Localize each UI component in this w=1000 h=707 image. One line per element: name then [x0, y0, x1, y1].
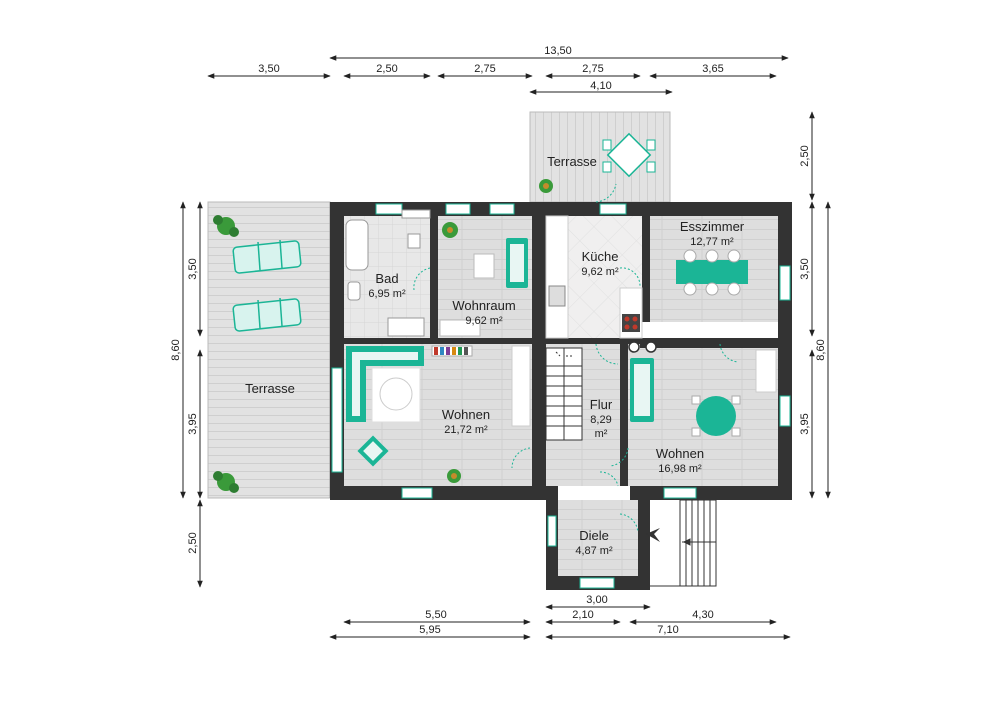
dimension-lines — [180, 55, 831, 640]
dim-left-upper: 3,50 — [187, 258, 199, 279]
bathroom-fixtures — [345, 209, 431, 337]
plant-icon — [442, 222, 458, 238]
room-label-wohnraum: Wohnraum — [452, 298, 515, 313]
dining-set — [628, 249, 778, 353]
room-area-diele: 4,87 m² — [575, 545, 613, 557]
room-label-diele: Diele — [579, 528, 609, 543]
room-label-kueche: Küche — [582, 249, 619, 264]
plant-icon — [539, 179, 553, 193]
dim-bottom-a: 5,50 — [425, 609, 446, 621]
kitchen-furniture — [545, 215, 643, 339]
room-area-flur-value: 8,29 — [590, 414, 611, 426]
room-area-esszimmer: 12,77 m² — [690, 236, 734, 248]
wohnraum-furniture — [439, 222, 528, 337]
side-table — [473, 253, 495, 279]
doors — [413, 183, 739, 533]
room-label-wohnen-right: Wohnen — [656, 446, 704, 461]
room-label-bad: Bad — [375, 271, 398, 286]
room-area-wohnraum: 9,62 m² — [465, 315, 503, 327]
dim-left-bottom: 2,50 — [187, 532, 199, 553]
dim-top-a: 2,50 — [376, 63, 397, 75]
terrace-top — [529, 111, 671, 203]
sun-lounger — [232, 297, 302, 332]
dim-top-terrace: 4,10 — [590, 80, 611, 92]
dim-top-total: 13,50 — [544, 45, 572, 57]
toilet — [347, 281, 361, 301]
living-right-furniture — [630, 349, 777, 437]
sun-lounger — [232, 239, 302, 274]
dim-right-terrace: 2,50 — [799, 145, 811, 166]
entrance-steps — [650, 499, 717, 587]
plant-icon — [213, 215, 239, 237]
room-label-terrasse-top: Terrasse — [547, 154, 597, 169]
dim-bottom-b: 5,95 — [419, 624, 440, 636]
staircase — [545, 347, 583, 441]
shower — [387, 317, 425, 337]
living-left-furniture — [346, 345, 531, 483]
washbasin — [401, 209, 431, 219]
windows — [331, 203, 791, 589]
room-area-kueche: 9,62 m² — [581, 266, 619, 278]
room-area-wohnen-left: 21,72 m² — [444, 424, 488, 436]
corner-sofa — [346, 346, 424, 422]
dim-top-d: 3,65 — [702, 63, 723, 75]
dim-right-upper: 3,50 — [799, 258, 811, 279]
room-label-terrasse-left: Terrasse — [245, 381, 295, 396]
entry-arrow-icon — [646, 528, 660, 542]
room-label-wohnen-left: Wohnen — [442, 407, 490, 422]
terrace-left — [207, 201, 331, 499]
room-label-flur: Flur — [590, 397, 613, 412]
dim-bottom-f: 7,10 — [657, 624, 678, 636]
plant-icon — [213, 471, 239, 493]
dim-bottom-e: 4,30 — [692, 609, 713, 621]
dimension-labels: 13,50 3,50 2,50 2,75 2,75 3,65 4,10 2,50… — [170, 45, 827, 636]
dim-bottom-c: 3,00 — [586, 594, 607, 606]
dining-table — [676, 260, 748, 284]
dim-right-lower: 3,95 — [799, 413, 811, 434]
bathtub — [345, 219, 369, 271]
room-area-bad: 6,95 m² — [368, 288, 406, 300]
round-table — [696, 396, 736, 436]
bookshelf — [431, 345, 473, 357]
dim-top-b: 2,75 — [474, 63, 495, 75]
room-area-wohnen-right: 16,98 m² — [658, 463, 702, 475]
sink — [548, 285, 566, 307]
room-labels: Terrasse Terrasse Bad 6,95 m² Wohnraum 9… — [245, 154, 745, 557]
dim-top-left: 3,50 — [258, 63, 279, 75]
coffee-table — [379, 377, 413, 411]
patio-table — [602, 132, 656, 178]
room-area-flur-unit: m² — [595, 428, 608, 440]
dim-top-c: 2,75 — [582, 63, 603, 75]
dim-left-lower: 3,95 — [187, 413, 199, 434]
room-label-esszimmer: Esszimmer — [680, 219, 745, 234]
plant-icon — [447, 469, 461, 483]
stove-icon — [622, 314, 640, 332]
dim-bottom-d: 2,10 — [572, 609, 593, 621]
dim-right-total: 8,60 — [815, 339, 827, 360]
dim-left-total: 8,60 — [170, 339, 182, 360]
